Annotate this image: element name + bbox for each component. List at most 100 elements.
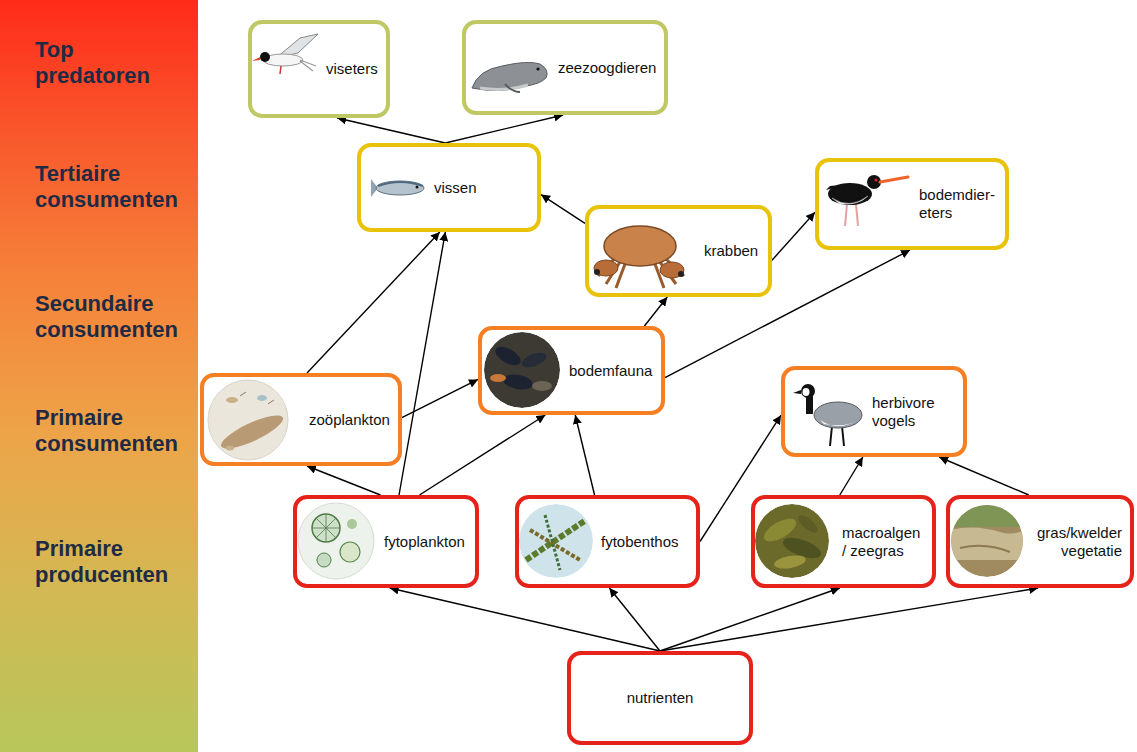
node-label: gras/kwelder vegetatie xyxy=(1032,524,1122,560)
seal-icon xyxy=(536,67,539,70)
goose-icon xyxy=(793,384,862,446)
seal-icon xyxy=(480,85,528,89)
bottom-fauna-icon xyxy=(490,374,506,382)
level-label: Primaire consumenten xyxy=(35,405,190,458)
zooplankton-icon xyxy=(226,446,234,451)
phytobenthos-icon xyxy=(519,504,593,578)
zooplankton-icon xyxy=(257,395,267,401)
tern-icon xyxy=(260,52,270,62)
flow-arrow xyxy=(665,250,910,378)
flow-arrow xyxy=(772,212,815,260)
phytoplankton-icon xyxy=(312,514,340,542)
salt-marsh-icon xyxy=(950,527,1025,560)
flow-arrow xyxy=(419,415,545,495)
goose-icon xyxy=(803,388,810,396)
node-label: herbivore vogels xyxy=(872,394,952,430)
level-label: Primaire producenten xyxy=(35,536,190,589)
flow-arrow xyxy=(700,415,781,541)
phytoplankton-icon xyxy=(298,503,374,579)
crab-icon xyxy=(594,260,618,276)
producer-box: fytoplankton xyxy=(293,495,479,588)
goose-icon xyxy=(820,420,858,426)
node-label: fytobenthos xyxy=(601,533,679,551)
crab-icon xyxy=(604,226,676,266)
crab-icon xyxy=(678,271,684,277)
goose-icon xyxy=(842,426,844,446)
zooplankton-icon xyxy=(208,380,288,460)
flow-arrow xyxy=(660,588,1038,651)
phytoplankton-icon xyxy=(312,514,340,542)
flow-arrow xyxy=(541,195,585,224)
flow-arrow xyxy=(644,297,667,326)
connector-group xyxy=(307,115,1038,651)
crab-icon xyxy=(594,269,600,275)
bottom-fauna-icon xyxy=(492,343,523,369)
phytoplankton-icon xyxy=(317,553,331,567)
flow-arrow xyxy=(390,588,660,651)
phytobenthos-icon xyxy=(545,515,560,570)
flow-arrow xyxy=(609,588,660,651)
consumer-box: bodemdier- eters xyxy=(815,158,1009,250)
bottom-fauna-icon xyxy=(502,373,534,392)
bottom-fauna-icon xyxy=(484,332,560,408)
oystercatcher-icon xyxy=(832,196,868,204)
consumer-box: krabben xyxy=(585,205,772,297)
seaweed-icon xyxy=(773,553,807,570)
node-label: viseters xyxy=(326,60,378,78)
salt-marsh-icon xyxy=(950,505,1025,577)
node-label: macroalgen / zeegras xyxy=(842,524,924,560)
nutrient-box: nutrienten xyxy=(567,651,753,745)
level-label: Secundaire consumenten xyxy=(35,291,190,344)
flow-arrow xyxy=(337,118,445,143)
tern-icon xyxy=(300,60,316,71)
flow-arrow xyxy=(445,115,563,143)
consumer-box: vissen xyxy=(357,143,541,232)
goose-icon xyxy=(793,390,801,394)
node-label: nutrienten xyxy=(627,689,694,707)
consumer-box: bodemfauna xyxy=(478,326,665,415)
flow-arrow xyxy=(402,379,478,417)
salt-marsh-icon xyxy=(950,505,1025,527)
tern-icon xyxy=(252,57,260,61)
seaweed-icon xyxy=(755,504,829,578)
goose-icon xyxy=(830,426,832,446)
goose-icon xyxy=(814,402,862,428)
flow-arrow xyxy=(575,415,594,495)
phytoplankton-icon xyxy=(298,503,374,579)
phytoplankton-icon xyxy=(340,542,360,562)
flow-arrow xyxy=(307,466,380,495)
node-label: vissen xyxy=(434,179,477,197)
consumer-box: herbivore vogels xyxy=(781,366,967,457)
producer-box: gras/kwelder vegetatie xyxy=(946,495,1134,588)
bottom-fauna-icon xyxy=(532,381,552,391)
crab-icon xyxy=(660,262,684,278)
goose-icon xyxy=(801,384,815,398)
flow-arrow xyxy=(307,232,440,373)
seal-icon xyxy=(472,62,547,92)
phytoplankton-icon xyxy=(298,503,374,579)
fish-icon xyxy=(376,181,424,195)
consumer-box: zoöplankton xyxy=(200,373,402,466)
oystercatcher-icon xyxy=(845,204,847,226)
level-label: Tertiaire consumenten xyxy=(35,161,190,214)
crab-icon xyxy=(594,226,684,288)
fish-icon xyxy=(416,186,419,189)
oystercatcher-icon xyxy=(880,177,908,182)
flow-arrow xyxy=(840,457,863,495)
bottom-fauna-icon xyxy=(520,350,549,370)
fish-icon xyxy=(378,182,423,186)
predator-box: zeezoogdieren xyxy=(462,20,668,115)
flow-arrow xyxy=(660,588,840,651)
flow-arrow xyxy=(939,457,1029,495)
fish-icon xyxy=(371,179,424,197)
tern-icon xyxy=(252,34,318,74)
oystercatcher-icon xyxy=(856,204,858,226)
bottom-fauna-icon xyxy=(484,332,560,408)
node-label: fytoplankton xyxy=(384,533,465,551)
tern-icon xyxy=(280,66,281,74)
zooplankton-icon xyxy=(226,397,238,403)
zooplankton-icon xyxy=(208,380,288,460)
node-label: bodemfauna xyxy=(569,362,652,380)
seal-icon xyxy=(472,62,547,90)
